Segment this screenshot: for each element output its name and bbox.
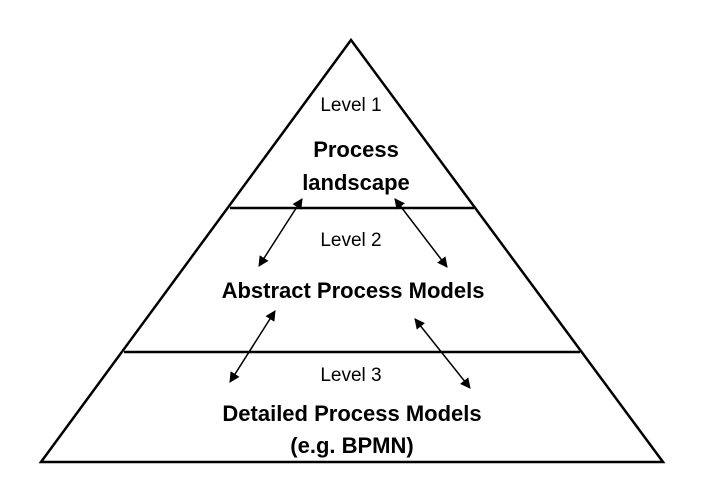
level-2-title: Abstract Process Models [222,278,485,303]
level-2-label: Level 2 [320,230,381,251]
pyramid-outline [38,37,666,464]
level-1-title-line-1: Process [313,137,399,162]
level-3-title-line-2: (e.g. BPMN) [290,433,413,458]
level-1-label: Level 1 [320,95,381,116]
level-3-title-line-1: Detailed Process Models [222,401,481,426]
level-3-label: Level 3 [320,365,381,386]
arrow-level-1-2-left [258,198,303,267]
arrow-level-2-3-left [229,310,276,383]
arrow-level-2-3-right [414,318,471,389]
level-1-title-line-2: landscape [302,170,410,195]
arrow-level-1-2-right [394,198,448,268]
